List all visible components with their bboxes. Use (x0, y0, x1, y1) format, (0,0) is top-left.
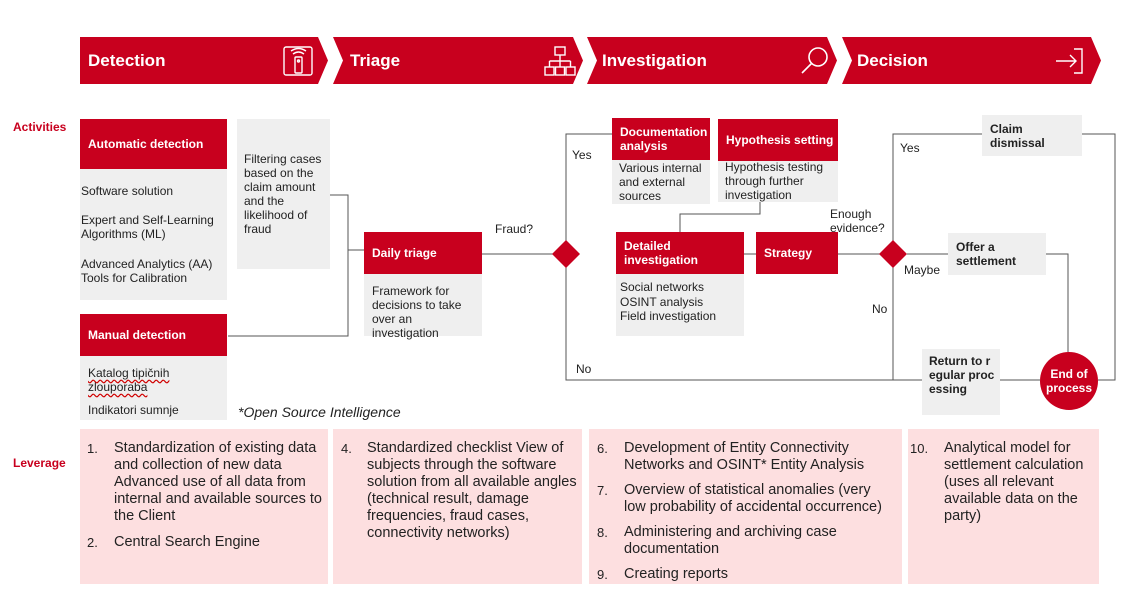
daily-triage-box: Daily triage (364, 232, 482, 274)
offer-settlement-text: Offer a settlement (956, 240, 1017, 268)
daily-triage-details: Framework for decisions to take over an … (364, 274, 482, 340)
daily-triage-title: Daily triage (372, 246, 437, 260)
remote-control-icon (282, 45, 314, 77)
phase-label: Decision (857, 51, 928, 70)
evidence-no-label: No (872, 302, 888, 316)
list-item: OSINT analysis (620, 295, 704, 309)
hypothesis-setting-details: Hypothesis testing through further inves… (718, 160, 838, 202)
end-of-process-circle: End of process (1040, 352, 1098, 410)
return-regular-box: Return to regular processing (922, 349, 1000, 415)
evidence-question: Enough evidence? (830, 207, 885, 235)
list-item: Katalog tipičnih zlouporaba (88, 366, 220, 394)
documentation-analysis-title: Documentation analysis (620, 125, 708, 153)
leverage-item: Analytical model for settlement calculat… (944, 440, 1084, 524)
hypothesis-setting-title: Hypothesis setting (726, 133, 834, 147)
daily-triage-text: Framework for decisions to take over an … (372, 284, 462, 340)
footnote: *Open Source Intelligence (238, 404, 401, 420)
leverage-number: 10. (910, 441, 929, 456)
detailed-investigation-title: Detailed investigation (624, 239, 699, 267)
row-label-leverage: Leverage (13, 456, 66, 470)
fraud-no-label: No (576, 362, 592, 376)
leverage-number: 6. (597, 441, 608, 456)
documentation-analysis-text: Various internal and external sources (619, 161, 702, 203)
filtering-box: Filtering cases based on the claim amoun… (237, 119, 330, 269)
phase-label: Triage (350, 51, 401, 70)
leverage-box-decision: 10. Analytical model for settlement calc… (908, 429, 1099, 584)
phase-investigation: Investigation (587, 37, 837, 84)
phase-detection: Detection (80, 37, 328, 84)
offer-settlement-box: Offer a settlement (948, 233, 1046, 275)
manual-detection-title: Manual detection (88, 328, 187, 342)
filtering-text: Filtering cases based on the claim amoun… (244, 152, 322, 236)
list-item: Software solution (81, 184, 174, 198)
documentation-analysis-details: Various internal and external sources (612, 160, 710, 204)
detailed-investigation-details: Social networks OSINT analysis Field inv… (616, 274, 744, 336)
manual-detection-box: Manual detection (80, 314, 227, 356)
manual-detection-details: Katalog tipičnih zlouporaba Indikatori s… (80, 356, 227, 420)
evidence-decision-diamond (879, 240, 907, 268)
automatic-detection-details: Software solution Expert and Self-Learni… (80, 169, 227, 300)
leverage-number: 7. (597, 483, 608, 498)
list-item: Social networks (620, 280, 705, 294)
leverage-item: Overview of statistical anomalies (very … (624, 482, 882, 515)
phase-label: Detection (88, 51, 166, 70)
leverage-number: 9. (597, 567, 608, 582)
leverage-item: Creating reports (624, 566, 728, 582)
row-label-activities: Activities (13, 120, 67, 134)
list-item: Indikatori sumnje (88, 403, 179, 417)
list-item: Field investigation (620, 309, 717, 323)
strategy-box: Strategy (756, 232, 838, 274)
fraud-yes-label: Yes (572, 148, 592, 162)
end-of-process-text: End of process (1045, 367, 1093, 395)
leverage-item: Standardization of existing data and col… (114, 440, 322, 524)
list-item: Expert and Self-Learning Algorithms (ML) (81, 213, 214, 241)
automatic-detection-box: Automatic detection (80, 119, 227, 169)
exit-arrow-icon (1054, 45, 1086, 77)
return-regular-text: Return to regular processing (929, 354, 995, 396)
claim-dismissal-box: Claim dismissal (982, 115, 1082, 156)
automatic-detection-title: Automatic detection (88, 137, 204, 151)
leverage-number: 2. (87, 535, 98, 550)
hypothesis-setting-box: Hypothesis setting (718, 119, 838, 161)
leverage-item: Administering and archiving case documen… (624, 524, 837, 557)
fraud-decision-diamond (552, 240, 580, 268)
hypothesis-setting-text: Hypothesis testing through further inves… (725, 160, 824, 202)
strategy-title: Strategy (764, 246, 813, 260)
phase-label: Investigation (602, 51, 707, 70)
claim-dismissal-text: Claim dismissal (990, 122, 1045, 150)
detailed-investigation-box: Detailed investigation (616, 232, 744, 274)
magnifier-icon (799, 45, 831, 77)
phase-triage: Triage (333, 37, 583, 84)
leverage-item: Central Search Engine (114, 534, 260, 550)
leverage-item: Development of Entity Connectivity Netwo… (624, 440, 865, 473)
evidence-yes-label: Yes (900, 141, 920, 155)
leverage-number: 8. (597, 525, 608, 540)
leverage-box-triage: 4. Standardized checklist View of subjec… (333, 429, 582, 584)
leverage-number: 4. (341, 441, 352, 456)
leverage-number: 1. (87, 441, 98, 456)
leverage-item: Standardized checklist View of subjects … (367, 440, 577, 541)
evidence-maybe-label: Maybe (904, 263, 941, 277)
documentation-analysis-box: Documentation analysis (612, 118, 710, 160)
hierarchy-icon (543, 45, 577, 77)
list-item-text: Katalog tipičnih zlouporaba (88, 366, 170, 394)
leverage-box-detection: 1. Standardization of existing data and … (80, 429, 328, 584)
leverage-box-investigation: 6. Development of Entity Connectivity Ne… (589, 429, 902, 584)
phase-decision: Decision (842, 37, 1101, 84)
list-item: Advanced Analytics (AA) Tools for Calibr… (81, 257, 213, 285)
fraud-question: Fraud? (495, 222, 534, 236)
